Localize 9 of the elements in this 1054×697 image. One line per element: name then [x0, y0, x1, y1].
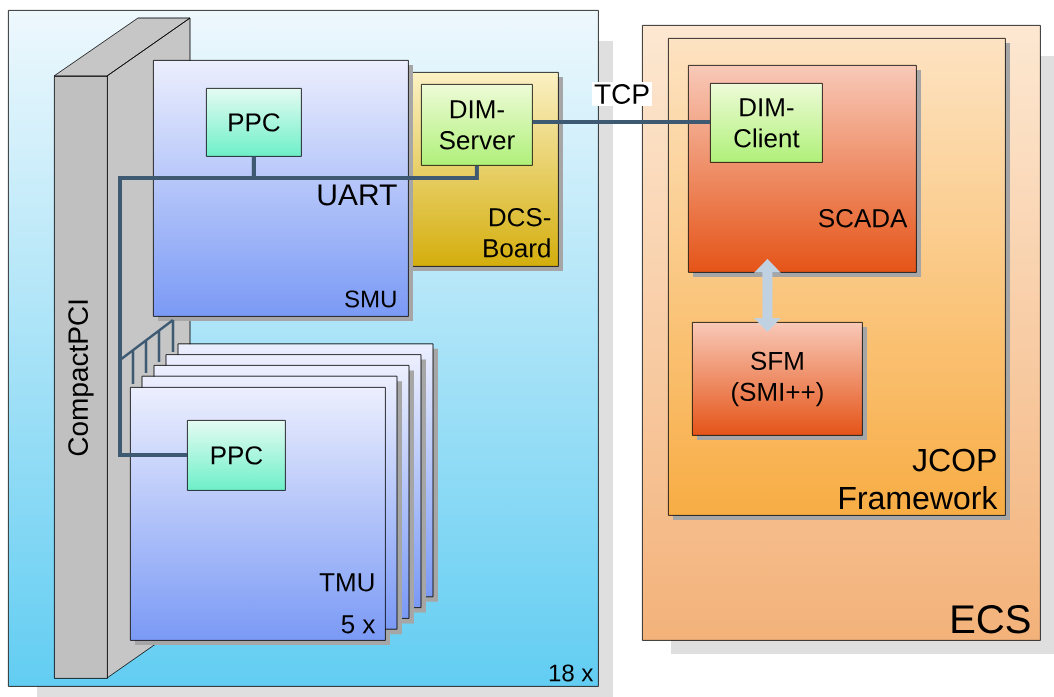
edge-label: TCP	[592, 82, 652, 106]
chip-box: PPC	[187, 420, 286, 491]
bus-line	[118, 156, 256, 457]
chip-box: PPC	[206, 88, 302, 157]
software-box: DIM- Server	[421, 84, 533, 166]
software-box: DIM- Client	[710, 83, 823, 163]
software-box: SFM (SMI++)	[692, 322, 867, 440]
cable-line	[532, 120, 710, 124]
backplane-face: CompactPCI	[54, 76, 108, 679]
